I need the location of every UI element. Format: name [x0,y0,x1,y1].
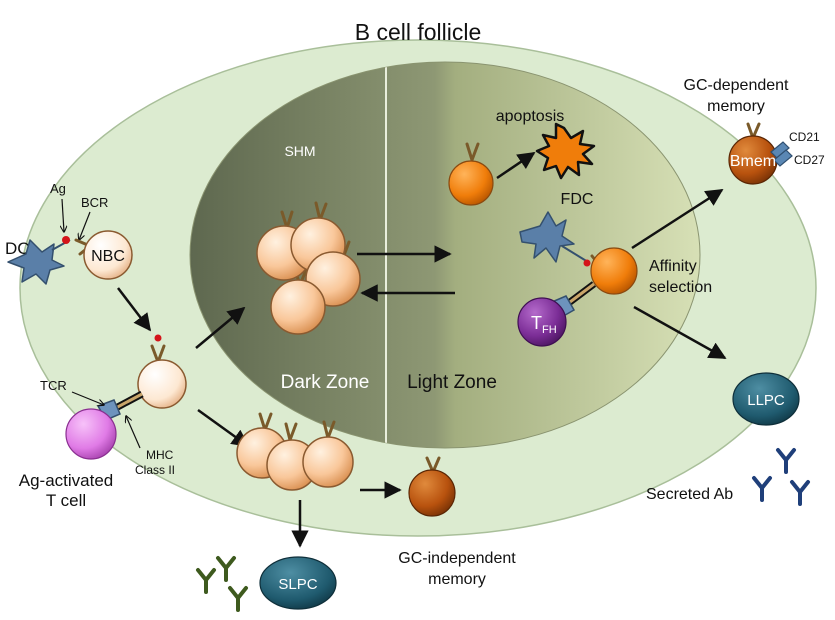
gc-dependent-line1: GC-dependent [684,77,790,94]
fdc-cell [519,211,589,263]
tcell-line1: Ag-activated [19,471,114,490]
mhc-line1: MHC [146,448,174,462]
centroblast-cluster [256,201,361,335]
apoptosis-burst-icon [535,122,596,180]
cd21-label: CD21 [789,130,820,144]
slpc-cell [259,556,337,610]
affinity-line2: selection [649,279,712,296]
arrow-to-llpc [633,305,727,360]
bcr-pointer [79,211,91,240]
secreted-ab-label: Secreted Ab [646,486,733,503]
antigen-dot [62,236,70,244]
follicle-title: B cell follicle [355,19,482,45]
dc-label: DC [5,239,30,258]
tcr-label: TCR [40,378,67,393]
shm-label: SHM [284,143,315,159]
centrocyte-upper [448,142,494,206]
dark-zone-label: Dark Zone [281,372,370,393]
bcr-label: BCR [81,195,108,210]
gc-independent-line1: GC-independent [398,550,516,567]
gc-dependent-line2: memory [707,98,765,115]
bmem-cell [728,122,793,185]
cd27-label: CD27 [794,153,825,167]
llpc-cell [732,372,800,426]
mhc-pointer [126,416,141,449]
arrow-to-apoptosis [496,151,536,180]
short-lived-antibodies [196,556,248,612]
light-zone-label: Light Zone [407,372,497,393]
ag-pointer [62,198,64,232]
llpc-label: LLPC [747,392,785,409]
gc-independent-memory-cell [408,456,456,517]
selected-centrocyte [590,247,638,295]
activated-b-cell [137,334,187,409]
mhc-line2: Class II [135,463,175,477]
bmem-label: Bmem [730,153,776,170]
nbc-label: NBC [91,248,125,265]
apoptosis-label: apoptosis [496,108,565,125]
arrow-to-gc [195,306,246,349]
tcell-line2: T cell [46,491,86,510]
affinity-line1: Affinity [649,258,697,275]
slpc-label: SLPC [278,576,317,593]
nbc-cell [74,230,133,280]
ag-label: Ag [50,181,66,196]
tfh-cell: TFH [517,281,597,347]
fdc-label: FDC [561,191,594,208]
tfh-label: TFH [531,313,557,336]
arrow-to-extrafollicular [197,408,250,448]
t-cell [65,408,117,460]
arrow-nbc-to-activated [117,287,152,332]
tcr-pointer [71,391,104,405]
gc-independent-line2: memory [428,571,486,588]
centroblast [270,279,326,335]
plasmablast [302,436,354,488]
ag-bound-dot [583,259,591,267]
secreted-antibodies [752,448,810,506]
extrafollicular-cluster [236,412,354,491]
arrow-to-bmem [631,188,724,250]
